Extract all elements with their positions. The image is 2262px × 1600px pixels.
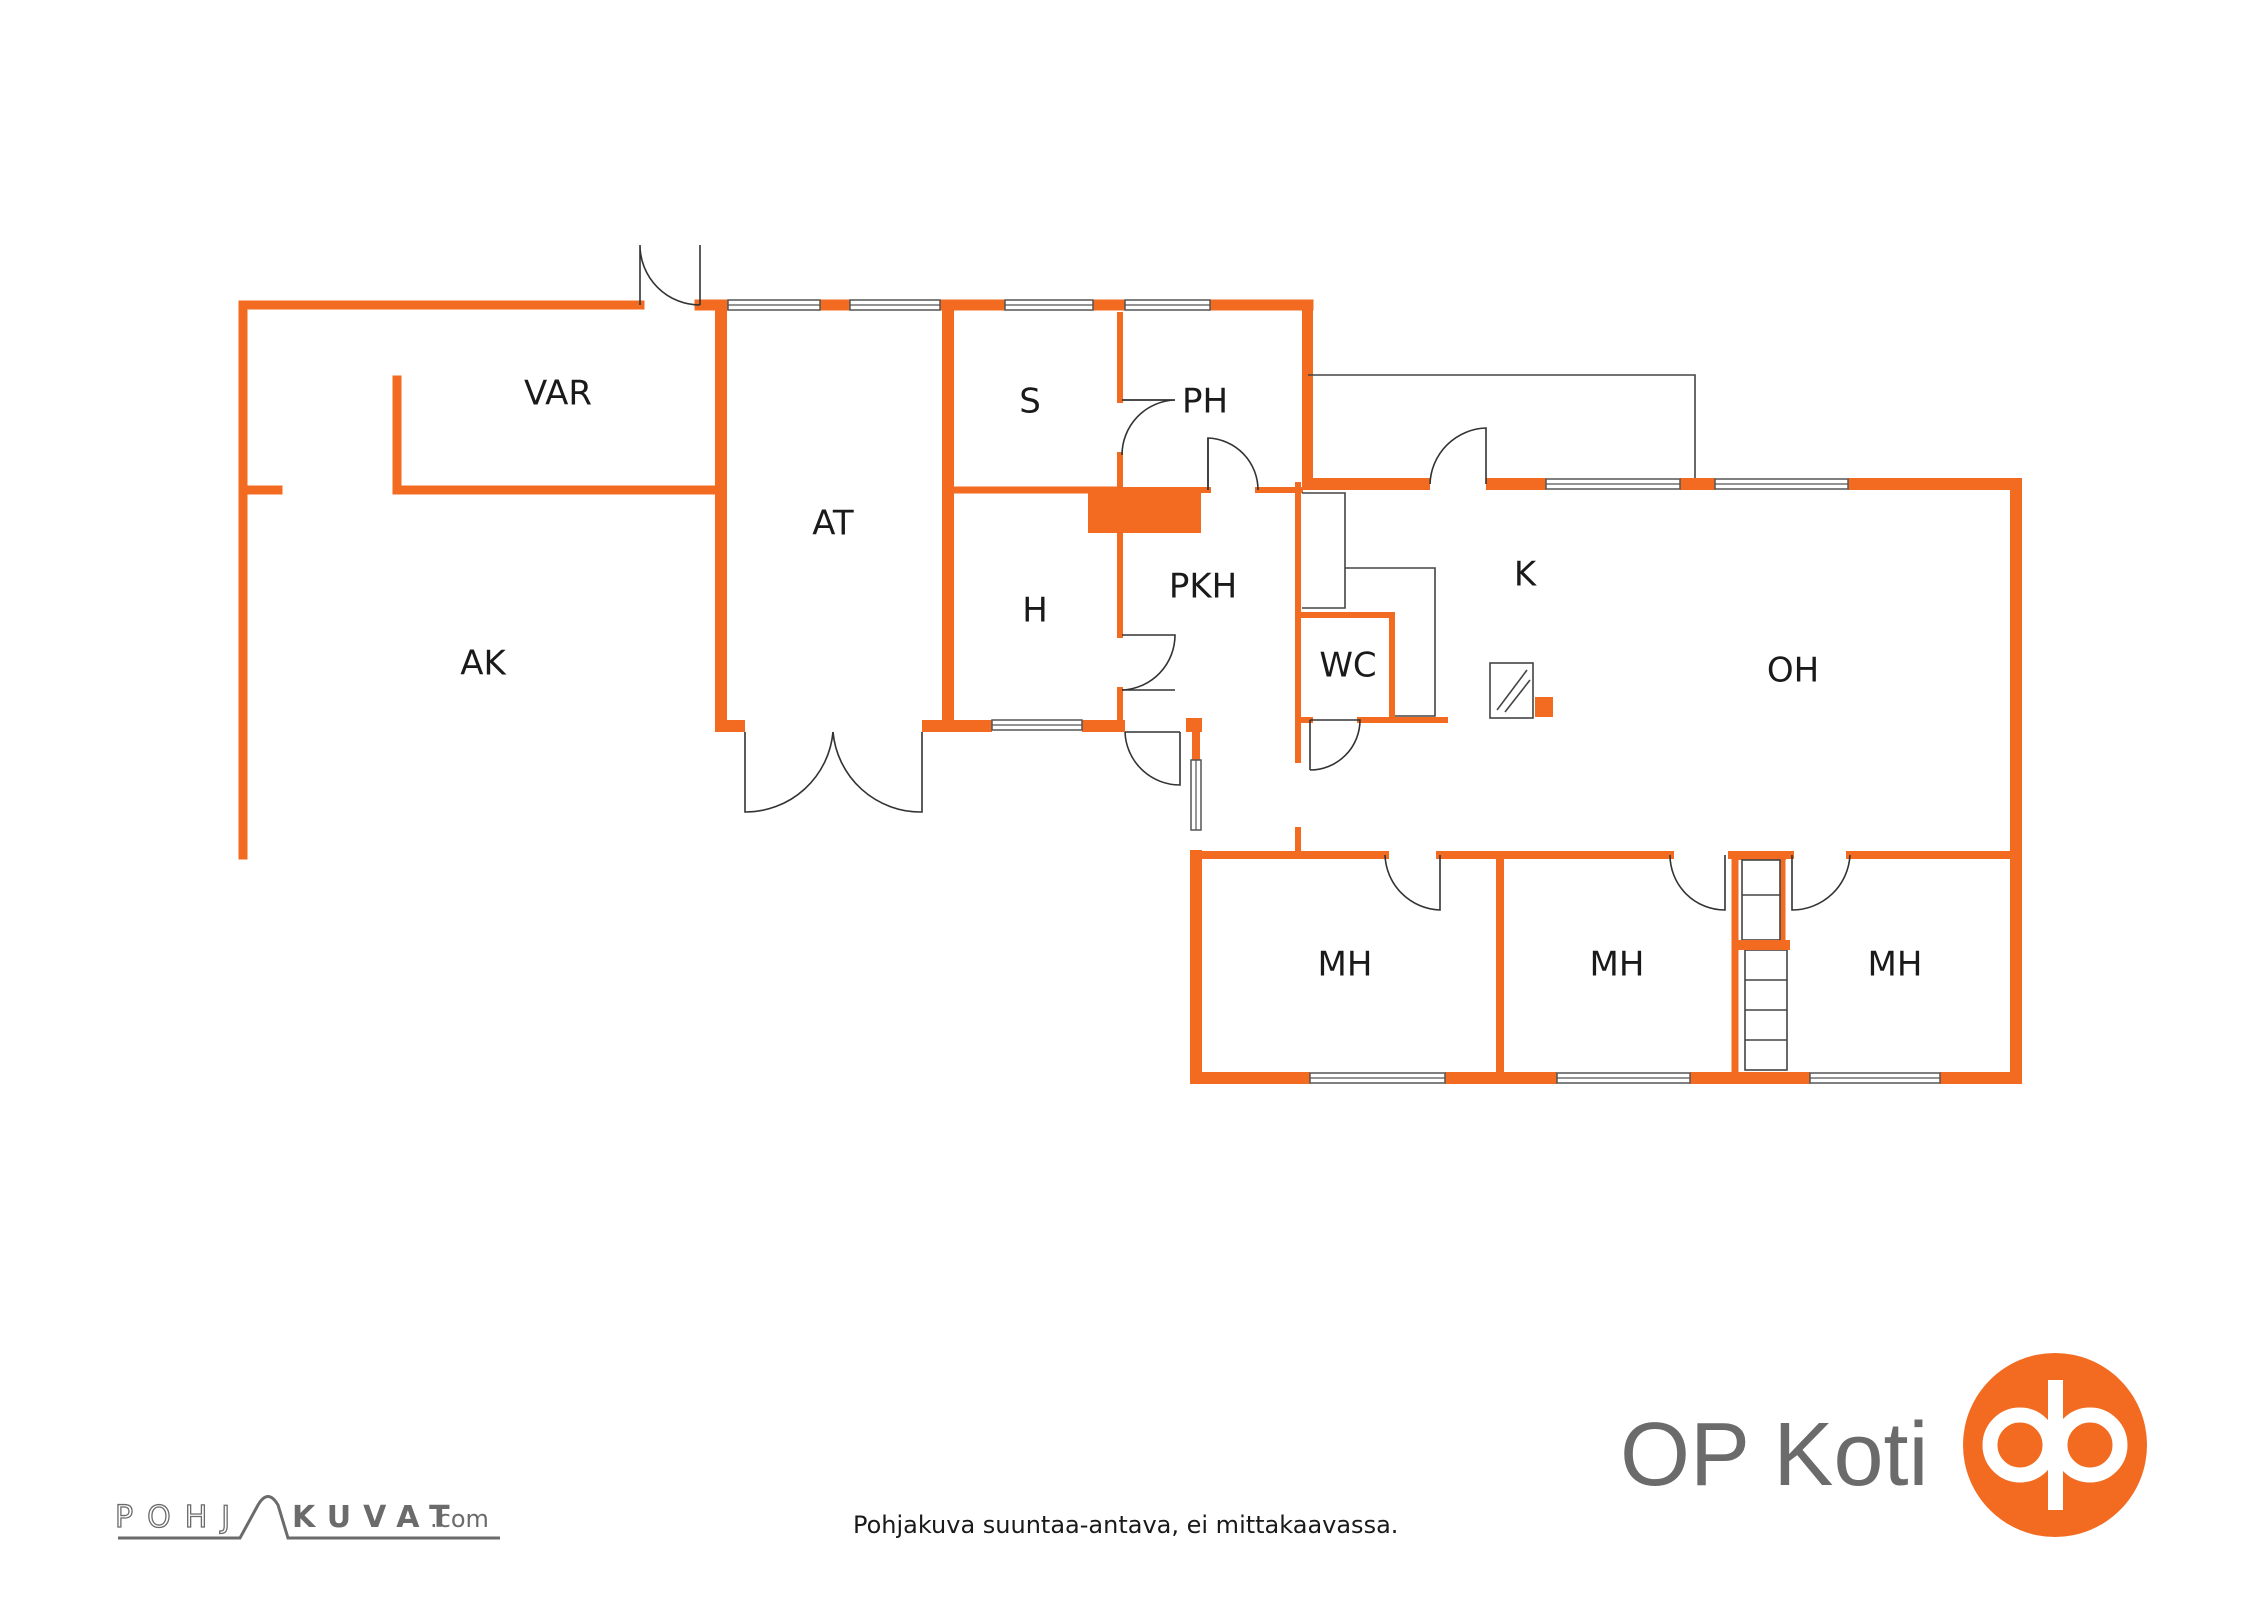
walls <box>238 299 2022 1084</box>
room-labels: VAR AK AT S PH H PKH K WC OH MH MH MH <box>460 374 1922 985</box>
doors <box>639 244 1851 911</box>
fireplace-icon <box>1489 662 1534 719</box>
disclaimer-text: Pohjakuva suuntaa-antava, ei mittakaavas… <box>853 1511 1398 1539</box>
fixtures <box>1302 374 1790 1071</box>
room-label-var: VAR <box>524 374 592 414</box>
source-logo: POHJ KUVAT .com <box>114 1495 500 1540</box>
brand-name: OP Koti <box>1620 1405 1929 1505</box>
source-logo-part2: KUVAT <box>292 1500 462 1535</box>
source-logo-suffix: .com <box>430 1505 489 1533</box>
room-label-mh-1: MH <box>1318 945 1373 985</box>
room-label-at: AT <box>812 504 854 544</box>
room-label-oh: OH <box>1767 651 1819 691</box>
room-label-k: K <box>1514 555 1538 595</box>
windows <box>727 299 1941 1084</box>
room-label-s: S <box>1019 382 1041 422</box>
room-label-pkh: PKH <box>1169 567 1237 607</box>
room-label-ph: PH <box>1182 382 1228 422</box>
room-label-wc: WC <box>1319 646 1376 686</box>
room-label-mh-3: MH <box>1868 945 1923 985</box>
room-label-h: H <box>1022 591 1048 631</box>
room-label-mh-2: MH <box>1590 945 1645 985</box>
room-label-ak: AK <box>460 644 507 684</box>
source-logo-part1: POHJ <box>115 1500 244 1535</box>
op-emblem-icon <box>1963 1353 2147 1537</box>
